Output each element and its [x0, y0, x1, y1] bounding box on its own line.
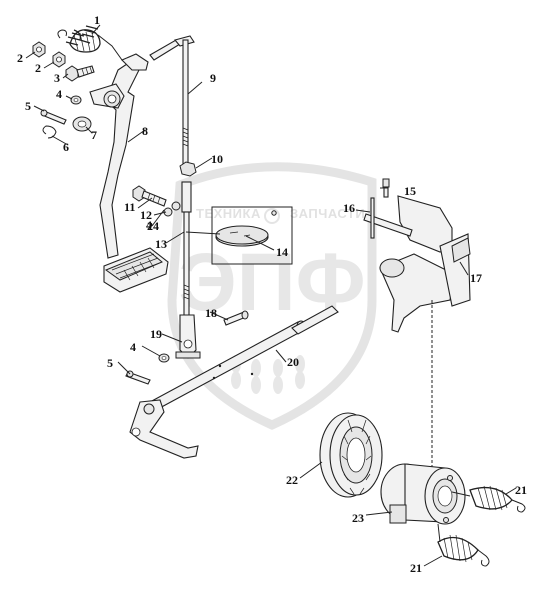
bolt-15 — [382, 178, 390, 198]
gear-icon — [264, 208, 280, 224]
callout-19: 19 — [150, 327, 162, 341]
bolt-11 — [132, 185, 167, 207]
callout-21-lower: 21 — [410, 561, 422, 575]
callout-18: 18 — [205, 306, 217, 320]
washer-4-upper — [70, 95, 82, 105]
callout-7: 7 — [91, 128, 97, 142]
return-spring-21-lower — [437, 523, 490, 567]
watermark-line1: ТЕХНИКА — [196, 206, 261, 221]
clutch-pedal-lever — [89, 39, 181, 259]
callout-labels: 1 2 2 3 4 5 6 7 8 9 10 11 12 4 24 13 14 … — [17, 13, 527, 575]
callout-2b: 2 — [35, 61, 41, 75]
callout-14: 14 — [276, 245, 288, 259]
return-spring-21-right — [451, 485, 526, 513]
release-sleeve-23 — [380, 463, 466, 525]
nut-2a — [32, 41, 46, 58]
callout-5-lower: 5 — [107, 356, 113, 370]
callout-8: 8 — [142, 124, 148, 138]
callout-1: 1 — [94, 13, 100, 27]
callout-3: 3 — [54, 71, 60, 85]
detail-inset-14 — [185, 206, 293, 265]
callout-4-mid: 4 — [146, 218, 152, 232]
return-spring-upper — [57, 25, 123, 61]
washer-4-lower — [158, 353, 170, 363]
pin-16 — [370, 197, 375, 239]
callout-6: 6 — [63, 140, 69, 154]
washer-12 — [163, 201, 181, 217]
callout-4-lower: 4 — [130, 340, 136, 354]
callout-17: 17 — [470, 271, 482, 285]
callout-15: 15 — [404, 184, 416, 198]
pull-rod-9 — [174, 35, 195, 169]
callout-24: 24 — [147, 219, 159, 233]
callout-21-right: 21 — [515, 483, 527, 497]
callout-13: 13 — [155, 237, 167, 251]
bolt-3 — [65, 65, 95, 82]
pin-5-upper — [40, 109, 67, 125]
pin-18 — [223, 310, 249, 326]
release-lever-lower — [129, 399, 199, 459]
callout-16: 16 — [343, 201, 355, 215]
release-fork-17 — [363, 195, 471, 333]
callout-2a: 2 — [17, 51, 23, 65]
nut-2b — [52, 51, 66, 68]
callout-12: 12 — [140, 208, 152, 222]
release-bearing-22 — [319, 412, 383, 498]
callout-22: 22 — [286, 473, 298, 487]
leader-lines — [25, 24, 517, 567]
wheat-icon — [231, 355, 305, 394]
clevis-fork-19 — [175, 314, 201, 359]
pedal-pad — [103, 247, 169, 293]
callout-23: 23 — [352, 511, 364, 525]
watermark-line2: ЗАПЧАСТИ — [290, 206, 365, 221]
watermark-logo: ТЕХНИКА ЗАПЧАСТИ ЭПФ — [167, 162, 377, 430]
callout-9: 9 — [210, 71, 216, 85]
callout-4-upper: 4 — [56, 87, 62, 101]
callout-11: 11 — [124, 200, 135, 214]
circlip-6 — [42, 125, 57, 139]
callout-20: 20 — [287, 355, 299, 369]
callout-5-upper: 5 — [25, 99, 31, 113]
adjusting-nut-10 — [179, 161, 197, 177]
callout-10: 10 — [211, 152, 223, 166]
